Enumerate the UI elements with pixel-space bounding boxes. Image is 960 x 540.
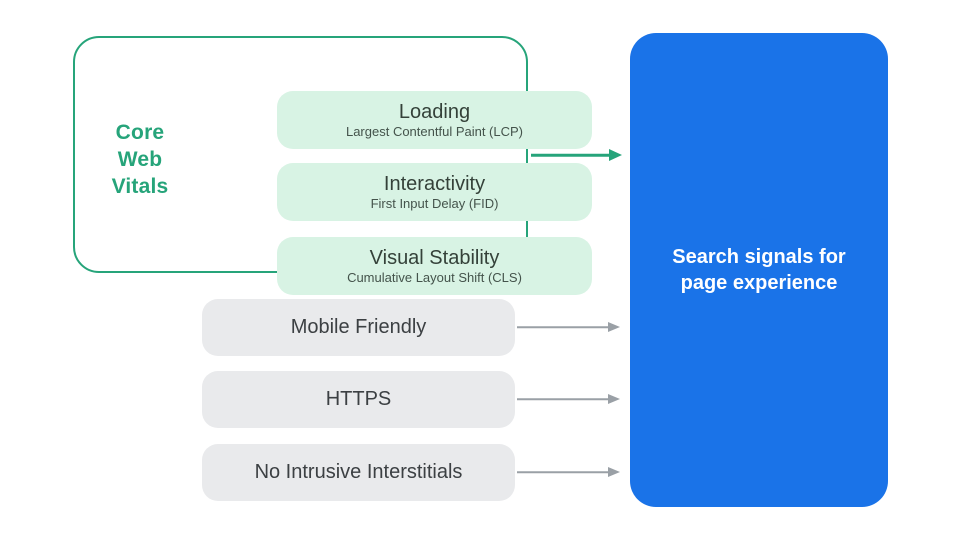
vital-title-loading: Loading	[398, 100, 471, 123]
signal-label-no-intrusive-interstitials: No Intrusive Interstitials	[254, 461, 463, 483]
arrow-head-icon	[609, 149, 622, 161]
arrow-no-intrusive-interstitials-to-search-signals	[517, 467, 620, 477]
arrow-mobile-friendly-to-search-signals	[517, 322, 620, 332]
arrow-shaft	[517, 398, 609, 400]
signal-box-https: HTTPS	[202, 371, 515, 428]
vital-subtitle-lcp: Largest Contentful Paint (LCP)	[345, 123, 524, 139]
arrow-https-to-search-signals	[517, 394, 620, 404]
signal-box-no-intrusive-interstitials: No Intrusive Interstitials	[202, 444, 515, 501]
arrow-shaft	[517, 326, 609, 328]
vital-title-interactivity: Interactivity	[383, 172, 486, 195]
signal-label-https: HTTPS	[325, 388, 392, 410]
vital-box-visual-stability: Visual Stability Cumulative Layout Shift…	[277, 237, 592, 295]
search-signals-label: Search signals for page experience	[672, 246, 846, 294]
search-signals-box: Search signals for page experience	[630, 33, 888, 507]
arrow-head-icon	[608, 394, 620, 404]
arrow-core-web-vitals-to-search-signals	[531, 149, 622, 161]
arrow-shaft	[531, 153, 610, 157]
arrow-head-icon	[608, 467, 620, 477]
vital-subtitle-cls: Cumulative Layout Shift (CLS)	[347, 269, 522, 285]
arrow-head-icon	[608, 322, 620, 332]
core-web-vitals-group: Loading Largest Contentful Paint (LCP) I…	[73, 36, 592, 295]
signal-label-mobile-friendly: Mobile Friendly	[290, 316, 427, 338]
arrow-shaft	[517, 471, 609, 473]
vital-subtitle-fid: First Input Delay (FID)	[370, 195, 499, 211]
core-web-vitals-label: Core Web Vitals	[111, 121, 169, 198]
signal-box-mobile-friendly: Mobile Friendly	[202, 299, 515, 356]
vital-box-interactivity: Interactivity First Input Delay (FID)	[277, 163, 592, 221]
vital-box-loading: Loading Largest Contentful Paint (LCP)	[277, 91, 592, 149]
vital-title-visual-stability: Visual Stability	[369, 246, 500, 269]
